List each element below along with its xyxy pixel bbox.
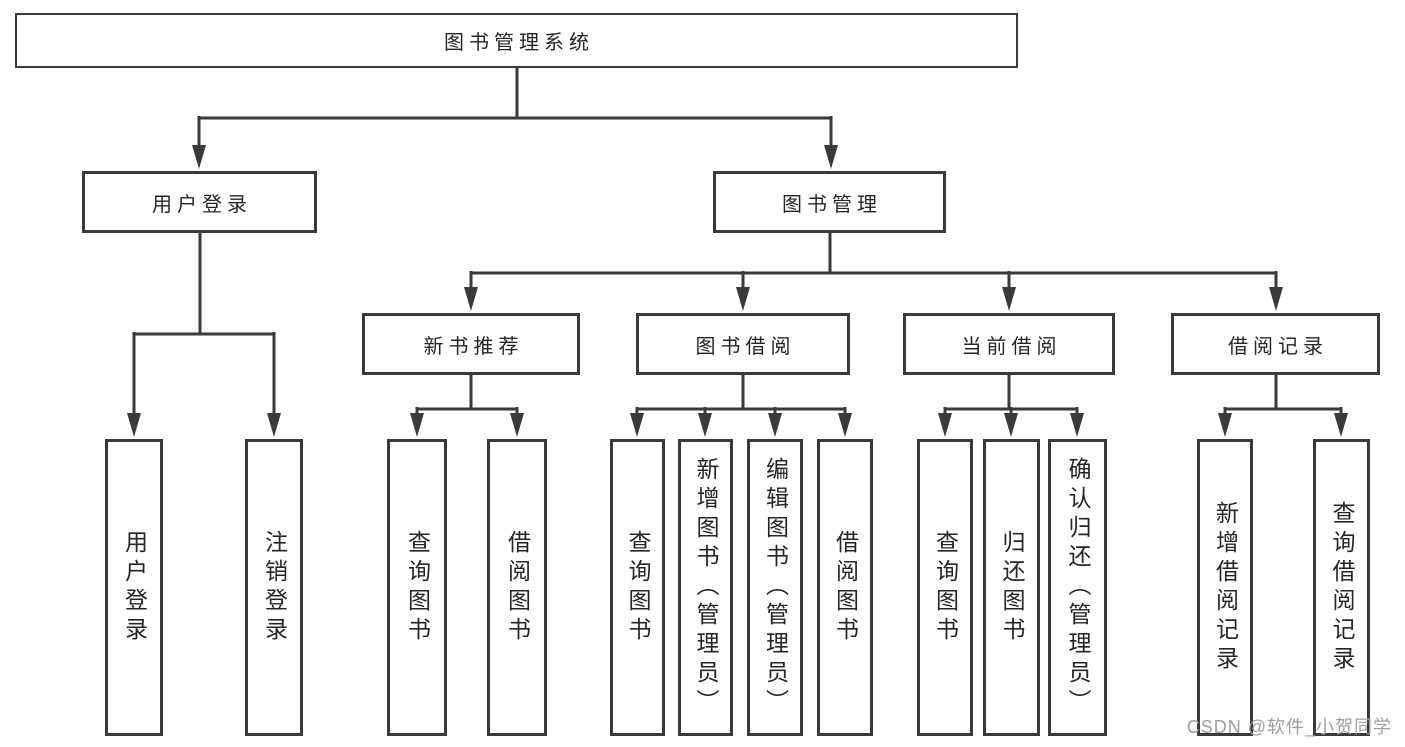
node-new-book-recommend-label: 新书推荐 <box>423 335 524 358</box>
leaf-recommend-borrow-books-label: 借阅图书 <box>504 529 531 646</box>
leaf-borrowing-add-books-admin-label: 新增图书（管理员） <box>693 457 719 718</box>
leaf-current-return-books: 归还图书 <box>983 439 1040 736</box>
leaf-borrowing-query-books-label: 查询图书 <box>625 529 651 646</box>
leaf-borrowing-edit-books-admin: 编辑图书（管理员） <box>747 439 803 736</box>
arrowhead-icons <box>127 145 1348 437</box>
leaf-current-confirm-return-admin: 确认归还（管理员） <box>1048 439 1107 736</box>
leaf-current-return-books-label: 归还图书 <box>999 529 1025 646</box>
leaf-borrowing-query-books: 查询图书 <box>610 439 665 736</box>
leaf-current-confirm-return-admin-label: 确认归还（管理员） <box>1065 457 1091 718</box>
csdn-watermark: CSDN @软件_小贺同学 <box>1186 717 1392 737</box>
node-book-management-system: 图书管理系统 <box>15 13 1018 68</box>
leaf-borrowing-borrow-books: 借阅图书 <box>817 439 873 736</box>
leaf-borrowing-add-books-admin: 新增图书（管理员） <box>678 439 733 736</box>
leaf-user-login-label: 用户登录 <box>121 529 148 646</box>
leaf-logout: 注销登录 <box>245 439 303 736</box>
leaf-records-query-record: 查询借阅记录 <box>1313 439 1370 736</box>
node-book-borrowing-label: 图书借阅 <box>695 335 796 358</box>
leaf-logout-label: 注销登录 <box>261 529 288 646</box>
node-borrowing-records: 借阅记录 <box>1171 313 1380 375</box>
node-new-book-recommend: 新书推荐 <box>362 313 580 375</box>
leaf-current-query-books: 查询图书 <box>917 439 973 736</box>
leaf-records-add-record-label: 新增借阅记录 <box>1212 500 1239 675</box>
node-book-management: 图书管理 <box>713 171 946 233</box>
leaf-recommend-query-books-label: 查询图书 <box>404 529 431 646</box>
node-book-management-label: 图书管理 <box>782 193 882 216</box>
leaf-recommend-borrow-books: 借阅图书 <box>487 439 547 736</box>
node-current-borrowing: 当前借阅 <box>903 313 1115 375</box>
leaf-current-query-books-label: 查询图书 <box>932 529 959 646</box>
node-current-borrowing-label: 当前借阅 <box>961 335 1062 358</box>
node-user-login: 用户登录 <box>82 171 317 233</box>
leaf-recommend-query-books: 查询图书 <box>387 439 447 736</box>
node-book-borrowing: 图书借阅 <box>636 313 850 375</box>
leaf-borrowing-edit-books-admin-label: 编辑图书（管理员） <box>762 457 789 718</box>
leaf-borrowing-borrow-books-label: 借阅图书 <box>832 529 859 646</box>
leaf-user-login: 用户登录 <box>105 439 163 736</box>
node-borrowing-records-label: 借阅记录 <box>1228 335 1328 358</box>
leaf-records-query-record-label: 查询借阅记录 <box>1329 500 1355 675</box>
node-user-login-label: 用户登录 <box>152 193 252 216</box>
node-book-management-system-label: 图书管理系统 <box>444 32 594 54</box>
leaf-records-add-record: 新增借阅记录 <box>1197 439 1253 736</box>
